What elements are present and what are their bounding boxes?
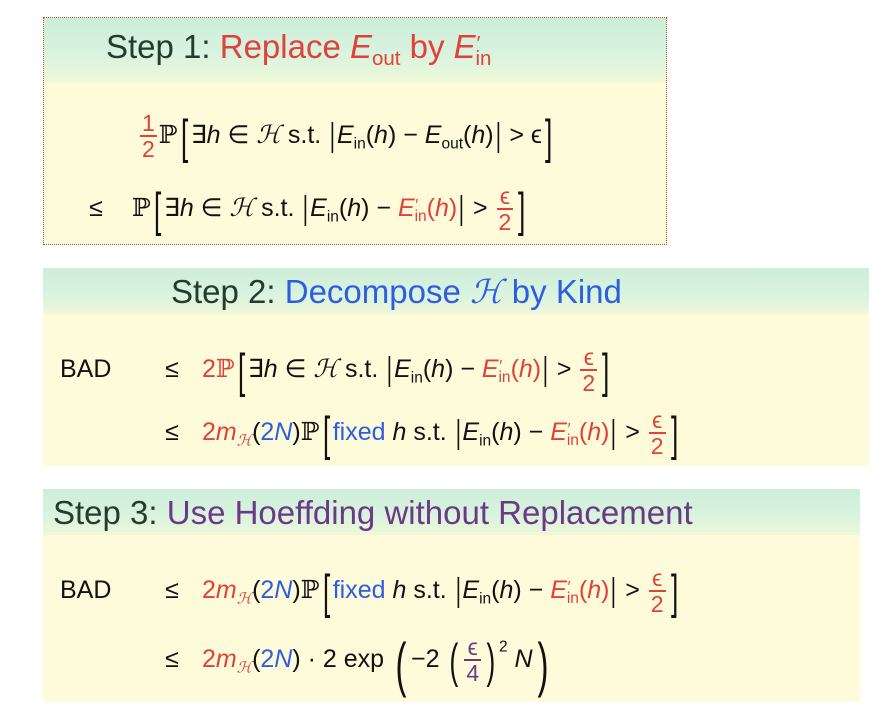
step1-label: Step 1: — [106, 28, 220, 65]
step2-title-decompose: Decompose — [284, 273, 471, 310]
step2-line1: BAD≤2ℙ[∃h ∈ ℋ s.t. |Ein(h) − E′in(h)| > … — [60, 344, 610, 399]
step1-einprime: E′in — [453, 28, 492, 71]
step1-title-replace: Replace — [219, 28, 350, 65]
step3-label: Step 3: — [53, 494, 167, 531]
step3-title: Use Hoeffding without Replacement — [166, 494, 693, 531]
bad-label: BAD — [60, 575, 112, 604]
step3-header: Step 3: Use Hoeffding without Replacemen… — [43, 489, 860, 535]
step3-box: Step 3: Use Hoeffding without Replacemen… — [43, 489, 860, 702]
exp-word: exp — [343, 644, 385, 673]
step2-title-bykind: by Kind — [502, 273, 622, 310]
step3-line1: BAD≤2mℋ(2N)ℙ[fixed h s.t. |Ein(h) − E′in… — [60, 565, 678, 620]
leq-symbol: ≤ — [89, 193, 103, 222]
step2-header: Step 2: Decompose ℋ by Kind — [43, 268, 869, 314]
step2-H: ℋ — [470, 272, 503, 311]
step2-label: Step 2: — [171, 273, 285, 310]
step1-eout: Eout — [350, 28, 401, 71]
step1-title-by: by — [400, 28, 454, 65]
bad-label: BAD — [60, 354, 112, 383]
step2-line2: ≤2mℋ(2N)ℙ[fixed h s.t. |Ein(h) − E′in(h)… — [165, 407, 678, 462]
fixed-word: fixed — [332, 417, 386, 446]
step1-header: Step 1: Replace Eout by E′in — [44, 18, 666, 82]
step2-box: Step 2: Decompose ℋ by Kind BAD≤2ℙ[∃h ∈ … — [43, 268, 869, 466]
